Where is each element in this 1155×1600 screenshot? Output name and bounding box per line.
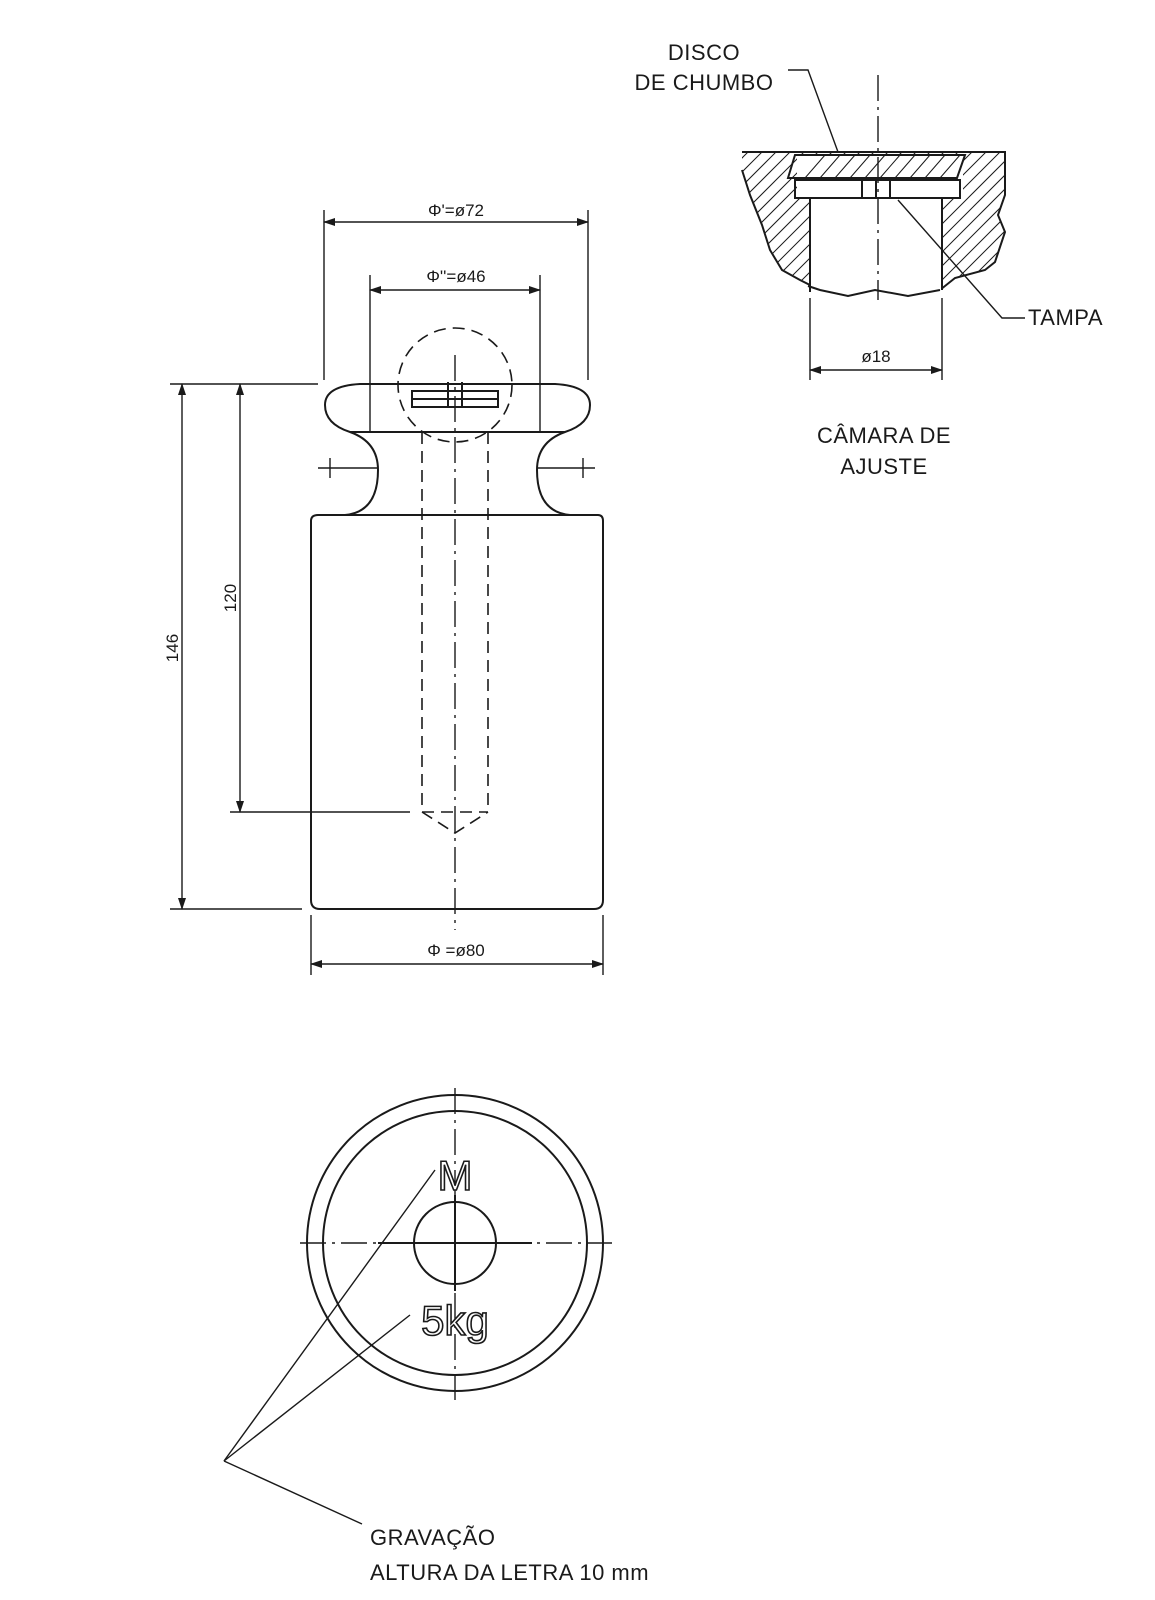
hatch-line bbox=[742, 152, 789, 296]
hatch-line bbox=[1034, 140, 1155, 300]
dimension-head-diameter: Φ'=ø72 bbox=[323, 201, 589, 380]
weight-body-outline bbox=[310, 514, 604, 910]
hatch-line bbox=[742, 152, 803, 296]
engraving-leader-top bbox=[223, 1169, 436, 1462]
engraving-note-line2: ALTURA DA LETRA 10 mm bbox=[370, 1560, 649, 1585]
lead-disc-hatch bbox=[804, 154, 961, 179]
engraving-mark-5kg: 5kg bbox=[421, 1297, 489, 1344]
weight-top-view: M 5kg GRAVAÇÃO ALTURA DA LETRA 10 mm bbox=[223, 1088, 649, 1585]
engraving-mark-m: M bbox=[438, 1152, 473, 1199]
hatch-line bbox=[742, 152, 775, 296]
dimension-hole-depth: 120 bbox=[221, 383, 410, 813]
chamber-hidden-circle bbox=[397, 327, 513, 443]
hatch-line bbox=[1048, 140, 1155, 300]
hatch-line bbox=[1090, 140, 1155, 300]
disc-leader-line bbox=[788, 69, 839, 153]
hatch-line bbox=[742, 152, 761, 296]
weight-side-view: Φ'=ø72 Φ''=ø46 146 120 Φ =ø80 bbox=[163, 201, 604, 975]
weight-head-outline bbox=[318, 383, 598, 516]
dimension-body-diameter: Φ =ø80 bbox=[310, 915, 604, 975]
hatch-line bbox=[1076, 140, 1155, 300]
body-diameter-label: Φ =ø80 bbox=[427, 941, 485, 960]
engraving-leader-note bbox=[223, 1460, 363, 1525]
chamber-caption-line1: CÂMARA DE bbox=[817, 423, 951, 448]
hatch-line bbox=[1062, 140, 1155, 300]
engraving-leader-bottom bbox=[223, 1314, 411, 1462]
hatch-line bbox=[742, 152, 817, 296]
bore-diameter-label: ø18 bbox=[861, 347, 890, 366]
head-diameter-label: Φ'=ø72 bbox=[428, 201, 484, 220]
dimension-neck-diameter: Φ''=ø46 bbox=[369, 267, 541, 432]
dimension-total-height: 146 bbox=[163, 383, 318, 910]
adjust-chamber-detail: DISCO DE CHUMBO TAMPA ø18 CÂMARA DE AJUS… bbox=[635, 40, 1155, 479]
hatch-line bbox=[991, 152, 1005, 296]
total-height-label: 146 bbox=[163, 634, 182, 662]
bore-drill-point bbox=[421, 811, 489, 834]
chamber-caption-line2: AJUSTE bbox=[840, 454, 927, 479]
hole-depth-label: 120 bbox=[221, 584, 240, 612]
lead-disc bbox=[786, 154, 967, 179]
neck-diameter-label: Φ''=ø46 bbox=[426, 267, 485, 286]
cap-leader-line bbox=[897, 199, 1025, 319]
chamber-break-line bbox=[807, 285, 941, 298]
hatch-line bbox=[1020, 140, 1155, 300]
cap-label: TAMPA bbox=[1028, 305, 1103, 330]
dimension-bore-diameter: ø18 bbox=[809, 298, 943, 380]
disc-label-line1: DISCO bbox=[668, 40, 740, 65]
hatch-line bbox=[1006, 140, 1155, 300]
engraving-note-line1: GRAVAÇÃO bbox=[370, 1525, 495, 1550]
disc-label-line2: DE CHUMBO bbox=[635, 70, 774, 95]
